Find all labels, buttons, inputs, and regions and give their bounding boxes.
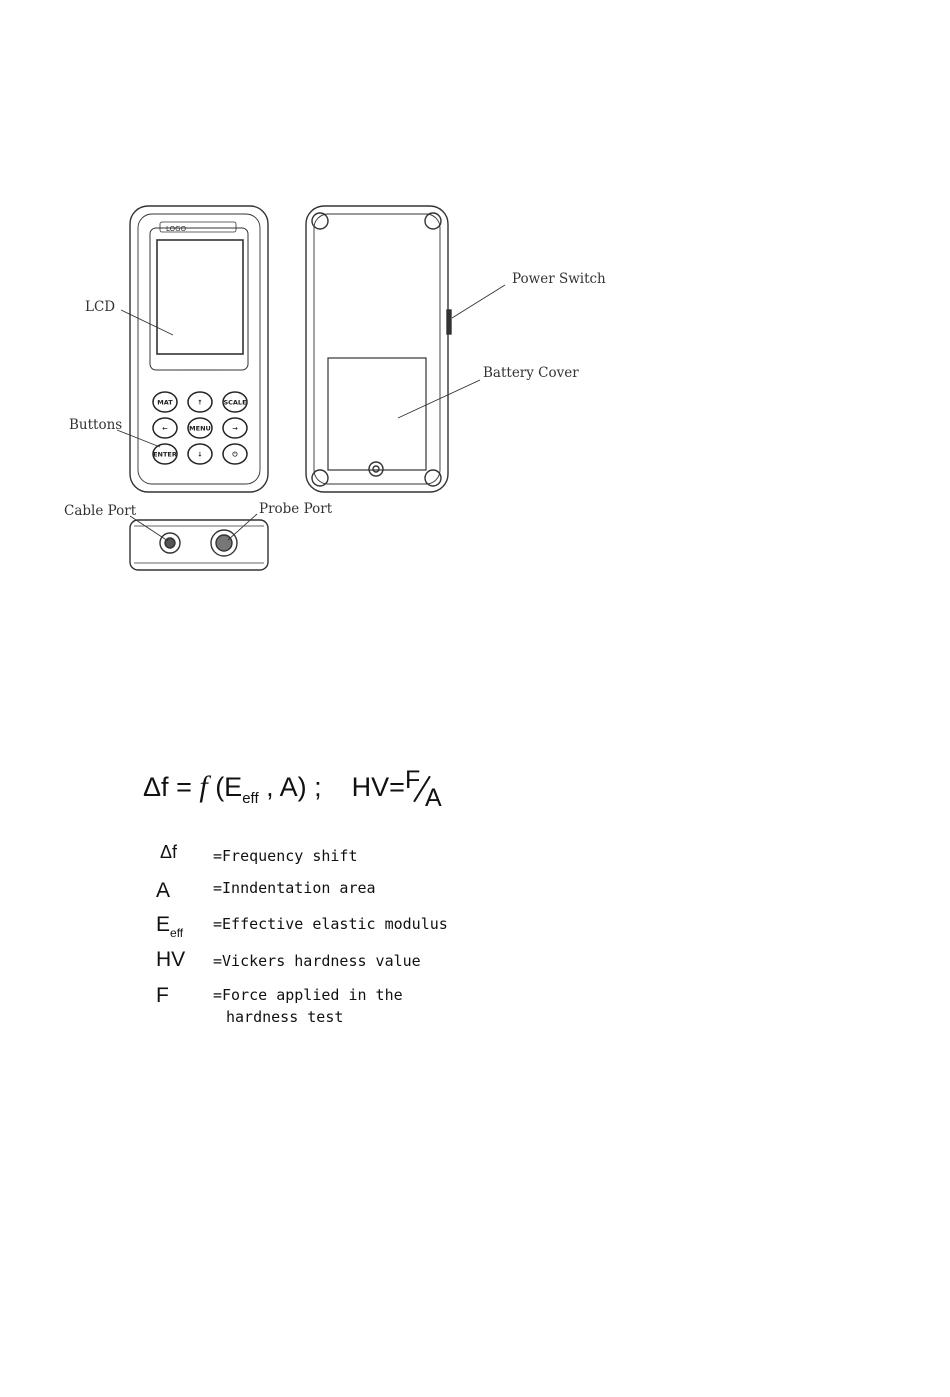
legend-symbol: F (156, 984, 169, 1008)
legend-text-line1: =Force applied in the (213, 986, 403, 1004)
label-cable-port: Cable Port (64, 503, 137, 519)
fraction-numerator: F (405, 766, 420, 795)
keypad-button-label: ↑ (197, 399, 202, 407)
label-battery-cover: Battery Cover (483, 365, 579, 381)
formula-delta-f: Δf (143, 772, 169, 802)
keypad: MAT ↑ SCALE ← MENU → ENTER ↓ ⏻ (153, 392, 247, 464)
device-back-view (306, 206, 451, 492)
label-probe-port: Probe Port (259, 501, 333, 517)
label-power-switch: Power Switch (512, 271, 606, 287)
legend-text: =Inndentation area (213, 879, 376, 897)
device-diagram: LOGO MAT↑SCALE←MENU→ENTER↓⏻ LCD Buttons … (0, 0, 950, 620)
device-front-view: LOGO (130, 206, 268, 492)
legend-symbol: A (156, 879, 170, 903)
battery-cover (328, 358, 426, 470)
legend-text: =Effective elastic modulus (213, 915, 448, 933)
label-lcd: LCD (85, 299, 115, 315)
legend-symbol-sub: eff (170, 926, 183, 940)
lcd-screen (157, 240, 243, 354)
fraction-denominator: A (425, 784, 442, 813)
keypad-button-label: ← (162, 425, 168, 433)
formula-hv: HV= (352, 772, 405, 802)
formula-rest: , A) ; (259, 772, 322, 802)
legend-text: =Vickers hardness value (213, 952, 421, 970)
label-buttons: Buttons (69, 417, 122, 433)
device-bottom-view (130, 520, 268, 570)
keypad-button-label: ENTER (153, 451, 177, 459)
keypad-button-label: ↓ (197, 451, 202, 459)
legend-symbol: Eeff (156, 913, 183, 940)
keypad-button-label: MENU (189, 425, 211, 433)
keypad-button-label: SCALE (223, 399, 246, 407)
legend-text-line2: hardness test (213, 1004, 403, 1026)
legend-symbol-e: E (156, 913, 170, 936)
power-switch (447, 310, 451, 334)
keypad-button-label: MAT (157, 399, 173, 407)
keypad-button-label: → (232, 425, 238, 433)
formula-eff-subscript: eff (242, 790, 258, 807)
svg-text:LOGO: LOGO (166, 225, 187, 233)
formula-function: f (199, 770, 207, 803)
formula-open: (E (208, 772, 243, 802)
legend-symbol: Δf (160, 842, 177, 863)
keypad-button-label: ⏻ (232, 451, 238, 459)
legend-symbol: HV (156, 948, 185, 972)
formula-equals: = (176, 772, 199, 802)
legend-text: =Frequency shift (213, 847, 358, 865)
